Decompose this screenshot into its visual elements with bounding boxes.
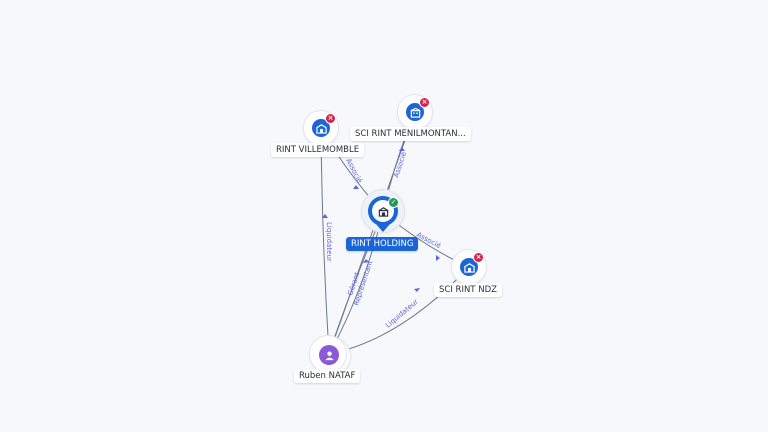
company-icon [315, 123, 327, 134]
node-label: Ruben NATAF [294, 369, 361, 383]
node-disc [312, 119, 330, 137]
edge-arrow [414, 288, 420, 292]
company-icon [463, 262, 475, 273]
closed-badge-icon: × [325, 113, 336, 124]
pin-tip [376, 224, 390, 232]
node-label: SCI RINT NDZ [434, 283, 502, 297]
node-label: RINT VILLEMOMBLE [271, 143, 365, 157]
closed-badge-icon: × [419, 97, 430, 108]
company-icon [378, 206, 388, 217]
edge-arrow [436, 255, 440, 261]
edge-label-holding-villemomble: Associé [344, 157, 363, 184]
node-label: SCI RINT MENILMONTAN... [350, 127, 471, 141]
company-icon [410, 107, 420, 118]
edge-label-holding-menilmontant: Associé [392, 151, 408, 179]
node-label: RINT HOLDING [346, 237, 419, 251]
edge-label-holding-ndz: Associé [415, 231, 442, 250]
node-disc [406, 103, 424, 121]
edge-label-nataf-ndz: Liquidateur [384, 298, 420, 330]
edge-arrow [322, 214, 328, 218]
person-icon [324, 350, 334, 360]
active-badge-icon: ✓ [388, 197, 399, 208]
edge-label-nataf-villemomble: Liquidateur [325, 222, 333, 262]
edge-nataf-menilmontant [328, 111, 416, 355]
edge-arrow [353, 185, 359, 189]
edge-arrow [363, 259, 369, 263]
closed-badge-icon: × [473, 252, 484, 263]
node-disc [460, 258, 478, 276]
node-disc [319, 345, 339, 365]
edge-arrow [399, 147, 405, 151]
